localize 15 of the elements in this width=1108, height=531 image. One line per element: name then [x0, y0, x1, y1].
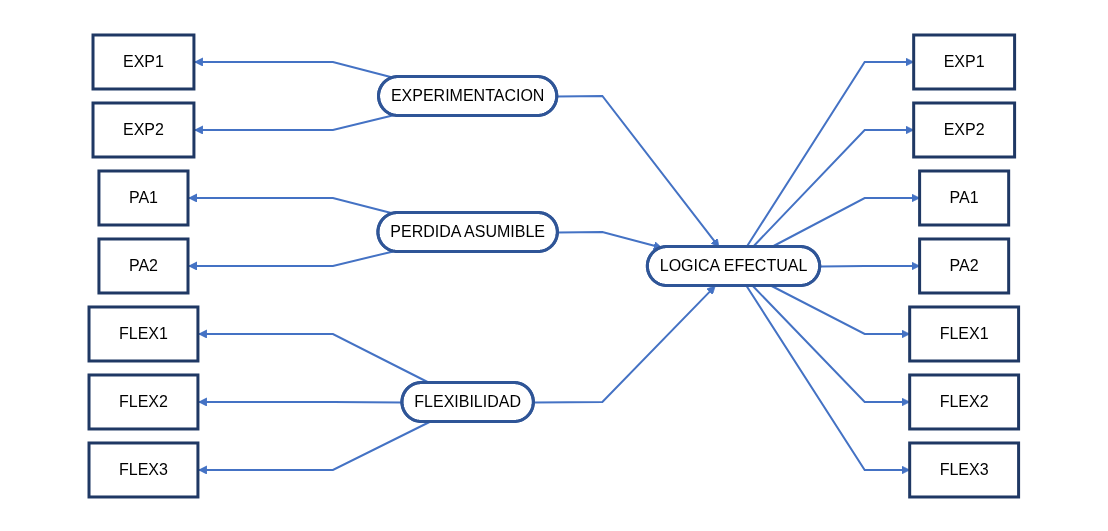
- node-box: FLEX3: [87, 441, 200, 498]
- node-box: PA2: [918, 237, 1011, 294]
- arrow: [533, 285, 716, 403]
- node-box: EXP2: [91, 101, 196, 158]
- node-box: FLEX1: [87, 305, 200, 362]
- node-box: PA1: [97, 169, 190, 226]
- node-box: FLEX1: [908, 305, 1021, 362]
- node-box: FLEX2: [87, 373, 200, 430]
- node-box: EXP1: [912, 33, 1017, 90]
- node-box: FLEX3: [908, 441, 1021, 498]
- node-box: FLEX2: [908, 373, 1021, 430]
- node-box: EXP1: [91, 33, 196, 90]
- node-box: PA1: [918, 169, 1011, 226]
- node-box: PA2: [97, 237, 190, 294]
- node-box: EXP2: [912, 101, 1017, 158]
